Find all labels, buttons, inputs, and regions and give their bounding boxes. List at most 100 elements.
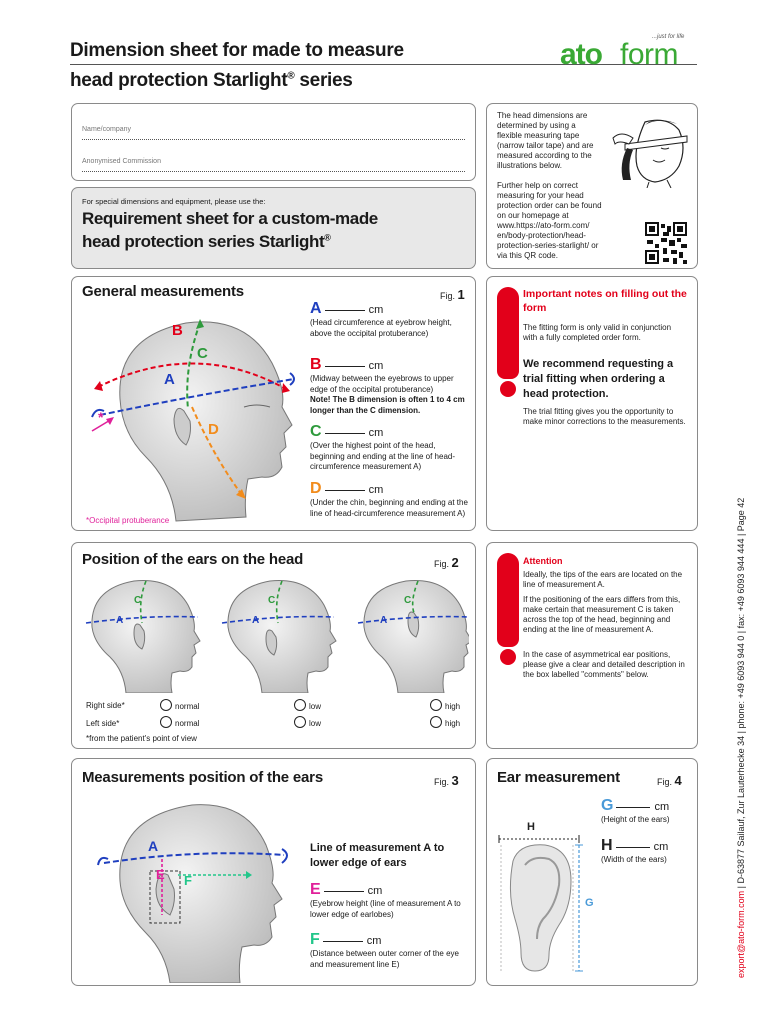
notes-text-1: The fitting form is only valid in conjun… (523, 323, 672, 342)
right-normal-radio[interactable] (160, 699, 172, 711)
general-title: General measurements (82, 283, 244, 300)
left-side-label: Left side* (86, 719, 120, 728)
attention-title: Attention (523, 556, 563, 566)
help-text-1: The head dimensions are determined by us… (497, 111, 594, 170)
notes-title: Important notes on filling out the form (523, 288, 687, 314)
occipital-note: *Occipital protuberance (86, 516, 170, 525)
header-rule (70, 64, 697, 65)
contact-email[interactable]: export@ato-form.com (736, 890, 746, 978)
page-title-line1: Dimension sheet for made to measure (70, 40, 404, 61)
help-box: The head dimensions are determined by us… (486, 103, 698, 269)
fig-4-label: Fig. 4 (657, 773, 682, 788)
logo-text-bold: ato (560, 38, 603, 71)
left-normal-label: normal (175, 719, 200, 728)
general-measurements-box: General measurements Fig. 1 B C A D * *O… (71, 276, 476, 531)
ear-position-measure-box: Measurements position of the ears Fig. 3… (71, 758, 476, 986)
fig2-label-c2: C (268, 595, 276, 606)
fig-3-label: Fig. 3 (434, 773, 459, 788)
fig2-label-a3: A (380, 615, 388, 626)
important-notes-box: Important notes on filling out the form … (486, 276, 698, 531)
left-normal-radio[interactable] (160, 716, 172, 728)
fig3-label-e: E (156, 867, 165, 882)
label-c: C (197, 345, 208, 362)
right-low-radio[interactable] (294, 699, 306, 711)
commission-input-line[interactable] (82, 171, 465, 172)
label-b: B (172, 322, 183, 339)
fig4-label-h: H (527, 821, 535, 833)
exclamation-dot-icon (500, 381, 516, 397)
logo-text-light: form (620, 38, 679, 71)
head-side-illustration (91, 319, 295, 522)
measurement-g-field[interactable] (616, 807, 651, 808)
exclamation-icon (497, 287, 519, 379)
fig2-label-a1: A (116, 615, 124, 626)
notes-recommend: We recommend requesting a trial fitting … (523, 358, 674, 400)
attention-exclamation-dot-icon (500, 649, 516, 665)
logo: ...just for life ato form (560, 34, 685, 71)
qr-code[interactable] (645, 222, 687, 264)
label-d: D (208, 421, 219, 438)
requirement-intro: For special dimensions and equipment, pl… (82, 197, 266, 206)
requirement-title-line1: Requirement sheet for a custom-made (82, 209, 378, 228)
attention-exclamation-icon (497, 553, 519, 647)
attention-box: Attention Ideally, the tips of the ears … (486, 542, 698, 749)
attention-text-1: Ideally, the tips of the ears are locate… (523, 570, 683, 589)
label-a: A (164, 371, 175, 388)
fig3-label-f: F (184, 873, 192, 888)
fig-1-label: Fig. 1 (440, 287, 465, 302)
ear-pos-measure-title: Measurements position of the ears (82, 769, 323, 786)
left-high-label: high (445, 719, 461, 728)
right-low-label: low (309, 702, 322, 711)
left-low-label: low (309, 719, 322, 728)
label-star: * (98, 409, 104, 425)
line-measurement-title: Line of measurement A to lower edge of e… (310, 842, 445, 869)
ears-position-heads-illustration (85, 580, 469, 693)
fig3-label-a: A (148, 838, 159, 854)
help-text-2: Further help on correct measuring for yo… (497, 181, 602, 260)
left-low-radio[interactable] (294, 716, 306, 728)
measurement-f-field[interactable] (322, 941, 363, 942)
left-high-radio[interactable] (430, 716, 442, 728)
page-title-line2: head protection Starlight® series (70, 70, 353, 91)
measurement-d-field[interactable] (324, 490, 365, 491)
fig2-label-c1: C (134, 595, 142, 606)
right-high-radio[interactable] (430, 699, 442, 711)
right-normal-label: normal (175, 702, 200, 711)
attention-text-2: If the positioning of the ears differs f… (523, 595, 681, 634)
requirement-box: For special dimensions and equipment, pl… (71, 187, 476, 269)
contact-details: | D-63877 Sailauf, Zur Lauterhecke 34 | … (736, 497, 746, 891)
ear-measure-title: Ear measurement (497, 769, 620, 786)
ears-position-box: Position of the ears on the head Fig. 2 … (71, 542, 476, 749)
notes-text-2: The trial fitting gives you the opportun… (523, 407, 686, 426)
ear-illustration (498, 835, 583, 972)
attention-text-3: In the case of asymmetrical ear position… (523, 650, 685, 679)
measurement-e-field[interactable] (323, 891, 364, 892)
name-form-box: Name/company Anonymised Commission (71, 103, 476, 181)
fig2-label-c3: C (404, 595, 412, 606)
fig4-label-g: G (585, 897, 594, 909)
qr-code-icon (645, 222, 687, 264)
measurement-h-field[interactable] (615, 847, 650, 848)
commission-label: Anonymised Commission (82, 158, 161, 165)
measurement-a-field[interactable] (324, 310, 365, 311)
right-side-label: Right side* (86, 701, 125, 710)
fig2-label-a2: A (252, 615, 260, 626)
ear-position-head-illustration (97, 804, 288, 983)
measurement-b-field[interactable] (324, 366, 365, 367)
ears-footnote: *from the patient's point of view (86, 734, 197, 743)
name-label: Name/company (82, 126, 132, 133)
right-high-label: high (445, 702, 461, 711)
ears-pos-title: Position of the ears on the head (82, 551, 304, 568)
requirement-title-line2: head protection series Starlight® (82, 232, 331, 251)
measurement-c-field[interactable] (324, 433, 365, 434)
measuring-face-illustration (612, 119, 688, 188)
name-input-line[interactable] (82, 139, 465, 140)
